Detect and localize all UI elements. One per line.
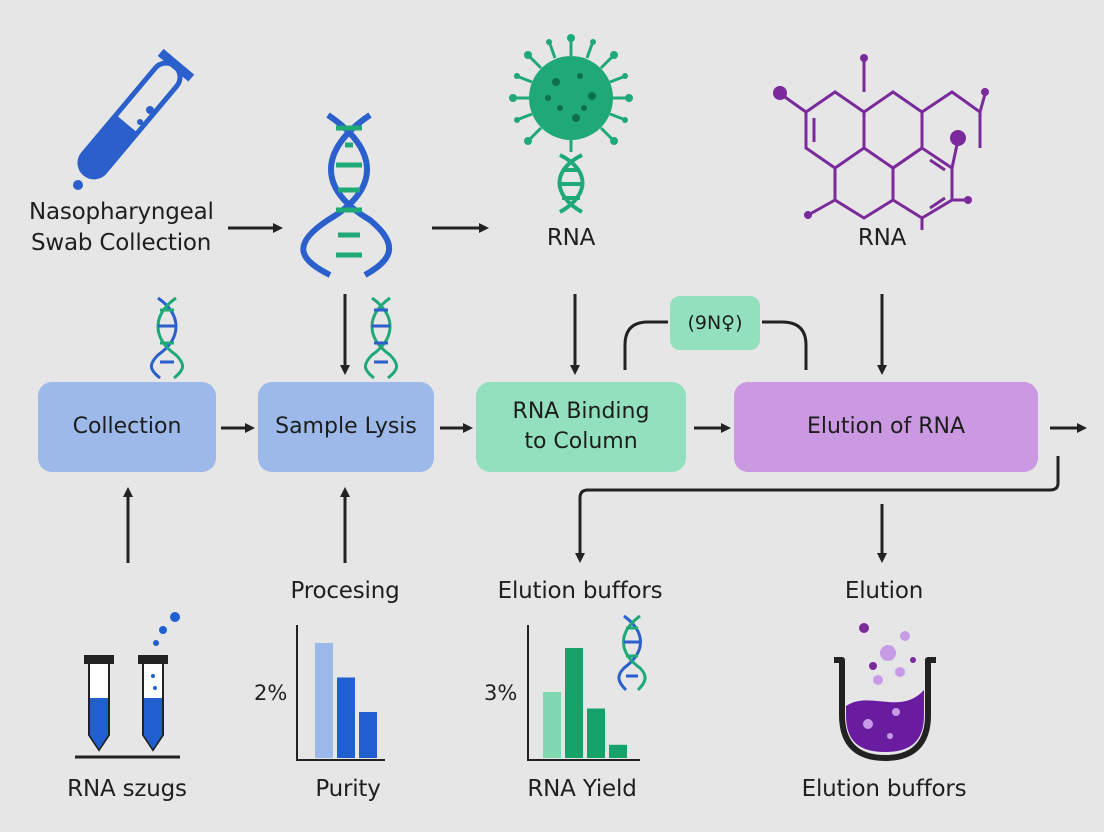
small-dna-icon-collection xyxy=(150,296,184,380)
rna-yield-label: RNA Yield xyxy=(527,776,637,802)
test-tube-icon xyxy=(73,48,195,190)
rna-szugs-label: RNA szugs xyxy=(67,776,187,802)
small-dna-icon-lysis xyxy=(364,296,398,380)
elution-buffors-label: Elution buffors xyxy=(497,578,663,604)
test-tubes-icon xyxy=(75,612,180,759)
purity-bar-c xyxy=(359,712,377,758)
rna-label-2: RNA xyxy=(857,225,907,251)
tag-bracket-left xyxy=(623,320,668,370)
yield-bar-b xyxy=(565,648,583,758)
rna-binding-line1: RNA Binding xyxy=(512,399,650,424)
yield-chart-axes xyxy=(527,625,640,761)
flow-arrows xyxy=(123,223,1087,563)
elution-of-rna-box[interactable]: Elution of RNA xyxy=(734,382,1038,472)
elution-label: Elution xyxy=(844,578,924,604)
yield-percent: 3% xyxy=(484,681,518,705)
dna-helix-icon xyxy=(300,112,392,278)
elution-of-rna-box-label: Elution of RNA xyxy=(806,414,966,439)
procesing-label: Procesing xyxy=(290,578,400,604)
yield-chart xyxy=(543,648,627,758)
swab-label-line1: Nasopharyngeal xyxy=(29,199,214,225)
collection-box[interactable]: Collection xyxy=(38,382,216,472)
virus-icon xyxy=(509,34,633,152)
molecule-icon xyxy=(773,54,989,230)
collection-box-label: Collection xyxy=(72,414,182,439)
purity-bar-b xyxy=(337,677,355,758)
small-dna-icon-yield xyxy=(617,614,647,692)
rna-label-1: RNA xyxy=(546,225,596,251)
yield-bar-a xyxy=(543,692,561,758)
elution-buffors-label-2: Elution buffors xyxy=(801,776,967,802)
purity-chart xyxy=(315,643,377,758)
purity-chart-axes xyxy=(296,625,385,761)
rna-binding-box[interactable]: RNA Binding to Column xyxy=(476,382,686,472)
beaker-icon xyxy=(834,623,936,761)
tag-bracket-right xyxy=(762,320,808,370)
swab-collection-label: Nasopharyngeal Swab Collection xyxy=(29,197,214,259)
swab-label-line2: Swab Collection xyxy=(31,230,212,256)
sample-lysis-box-label: Sample Lysis xyxy=(275,414,417,439)
yield-bar-d xyxy=(609,744,627,758)
purity-bar-a xyxy=(315,643,333,758)
purity-percent: 2% xyxy=(254,681,288,705)
tag-label: (9N♀) xyxy=(670,296,760,350)
sample-lysis-box[interactable]: Sample Lysis xyxy=(258,382,434,472)
small-dna-icon xyxy=(557,153,585,214)
arrow-branch-to-buffers xyxy=(575,456,1060,563)
purity-label: Purity xyxy=(315,776,381,802)
rna-binding-line2: to Column xyxy=(524,429,638,454)
yield-bar-c xyxy=(587,708,605,758)
